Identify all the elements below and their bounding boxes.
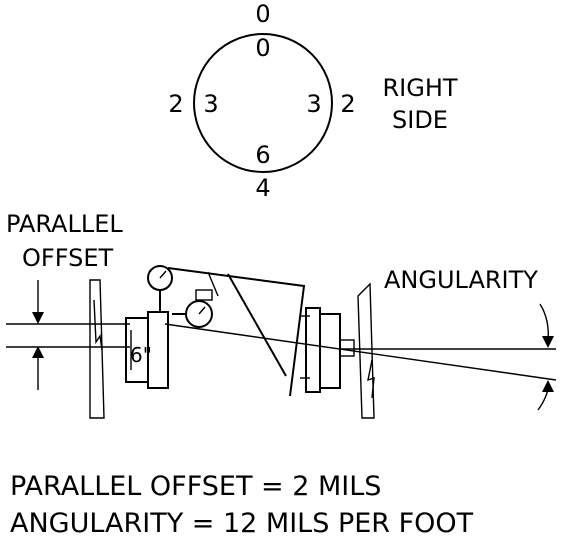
left-coupling: 6" xyxy=(125,311,169,389)
right-hub-body xyxy=(319,313,341,389)
right-coupling xyxy=(300,307,355,393)
left-machine xyxy=(89,279,105,419)
angularity-label: ANGULARITY xyxy=(384,266,538,294)
right-machine xyxy=(357,282,375,419)
dimension-label: 6" xyxy=(130,343,152,367)
results: PARALLEL OFFSET = 2 MILS ANGULARITY = 12… xyxy=(10,471,474,539)
bracket-brace-short xyxy=(207,271,219,297)
side-label-line1: RIGHT xyxy=(382,74,457,102)
dial-inner-top: 0 xyxy=(255,34,270,62)
left-machine-body xyxy=(89,279,105,419)
shaft-lines xyxy=(6,323,557,381)
right-machine-break xyxy=(367,359,375,399)
indicator-top-needle xyxy=(159,270,167,279)
angularity-arrow-top-head xyxy=(542,336,554,348)
result-line1: PARALLEL OFFSET = 2 MILS xyxy=(10,471,381,502)
left-hub-flange xyxy=(147,311,169,389)
dial-outer-left: 2 xyxy=(168,90,183,118)
offset-arrow-top-head xyxy=(32,312,44,324)
right-hub-flange xyxy=(305,307,321,393)
dial-outer-right: 2 xyxy=(340,90,355,118)
dial-indicators xyxy=(147,265,306,397)
side-label-line2: SIDE xyxy=(392,106,448,134)
parallel-offset-label-line2: OFFSET xyxy=(22,244,113,272)
parallel-offset-marker: PARALLEL OFFSET xyxy=(6,210,123,390)
indicator-side-needle xyxy=(198,306,206,315)
parallel-offset-label-line1: PARALLEL xyxy=(6,210,123,238)
indicator-bracket xyxy=(167,267,306,397)
dial-inner-left: 3 xyxy=(203,90,218,118)
right-hub-shaft xyxy=(339,339,355,357)
dial-inner-bottom: 6 xyxy=(255,141,270,169)
offset-arrow-bottom-head xyxy=(32,346,44,358)
angularity-marker: ANGULARITY xyxy=(384,266,554,411)
bracket-brace xyxy=(227,273,287,377)
result-line2: ANGULARITY = 12 MILS PER FOOT xyxy=(10,508,474,539)
left-machine-break xyxy=(93,299,103,351)
right-machine-body xyxy=(357,282,375,419)
dial-readings: 0 0 2 3 3 2 6 4 RIGHT SIDE xyxy=(168,0,458,202)
dial-circle xyxy=(193,33,333,173)
indicator-clamp xyxy=(195,289,213,301)
dial-outer-bottom: 4 xyxy=(255,174,270,202)
angularity-arrow-bottom-head xyxy=(542,380,554,392)
dial-inner-right: 3 xyxy=(306,90,321,118)
dial-outer-top: 0 xyxy=(255,0,270,28)
